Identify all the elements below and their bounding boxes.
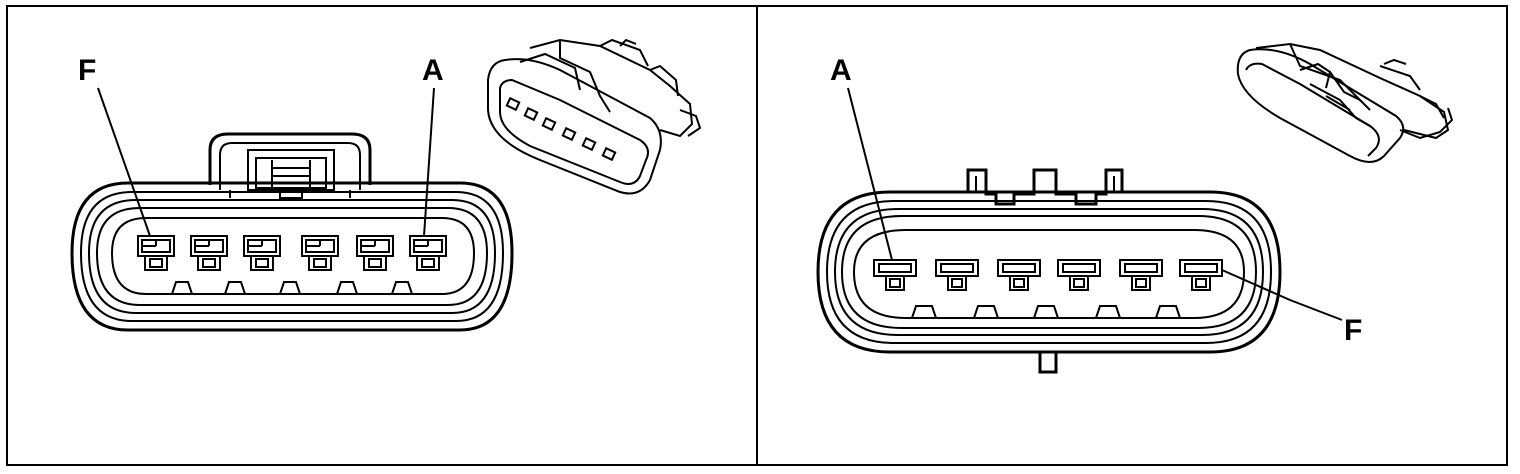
left-terminal-3 bbox=[243, 235, 281, 271]
right-terminal-3 bbox=[997, 259, 1041, 291]
left-connector-3d-view bbox=[487, 38, 702, 195]
right-terminal-6 bbox=[1179, 259, 1223, 291]
right-terminal-row bbox=[873, 259, 1223, 319]
left-leader-f bbox=[97, 87, 151, 237]
left-terminal-4 bbox=[301, 235, 339, 271]
right-leader-f bbox=[1221, 269, 1343, 321]
right-terminal-2 bbox=[935, 259, 979, 291]
left-terminal-row bbox=[137, 235, 447, 295]
right-label-f: F bbox=[1344, 314, 1362, 347]
right-connector-panel bbox=[756, 5, 1508, 466]
left-terminal-6 bbox=[409, 235, 447, 271]
right-connector-3d-view bbox=[1236, 42, 1454, 163]
left-label-a: A bbox=[422, 54, 444, 87]
right-terminal-4 bbox=[1057, 259, 1101, 291]
right-label-a: A bbox=[830, 54, 852, 87]
right-connector-face bbox=[816, 168, 1282, 374]
left-terminal-1 bbox=[137, 235, 175, 271]
left-terminal-5 bbox=[356, 235, 394, 271]
left-connector-face bbox=[70, 132, 514, 332]
left-leader-a bbox=[423, 87, 435, 237]
left-label-f: F bbox=[78, 54, 96, 87]
right-leader-a bbox=[847, 87, 893, 261]
right-terminal-5 bbox=[1119, 259, 1163, 291]
left-terminal-2 bbox=[190, 235, 228, 271]
right-terminal-1 bbox=[873, 259, 917, 291]
